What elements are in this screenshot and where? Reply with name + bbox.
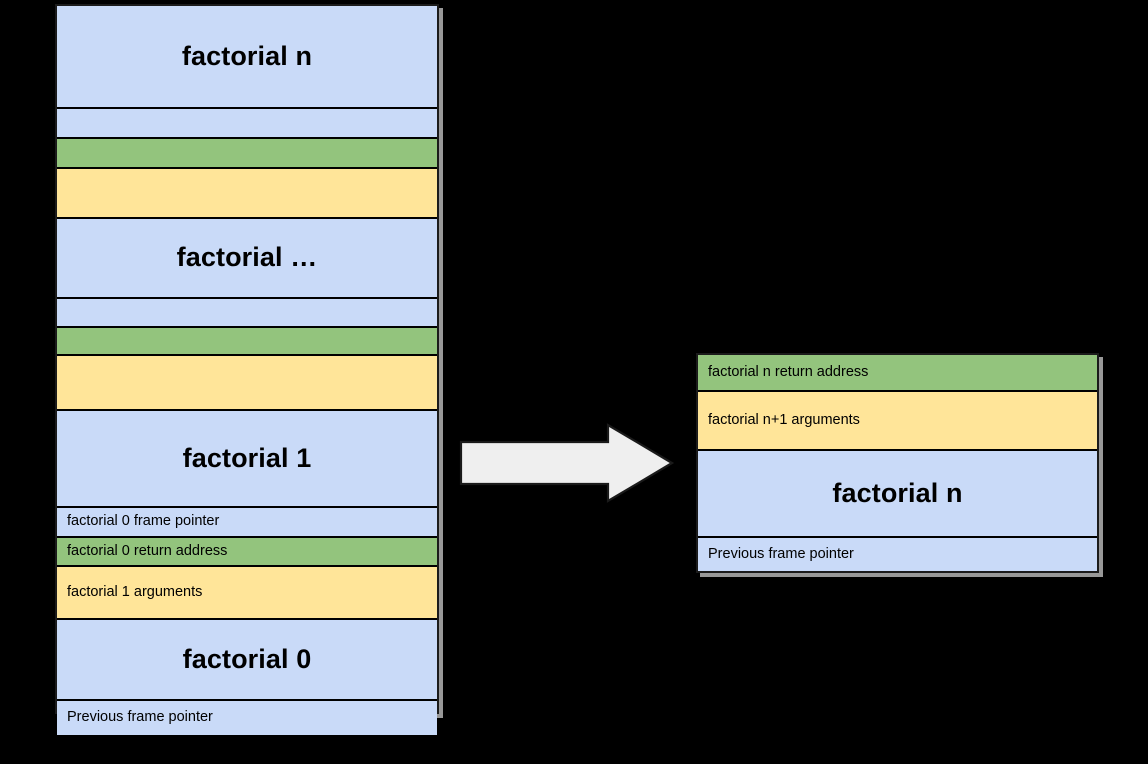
stack-frame-title: factorial 1 [182,442,312,473]
arrow-shape [459,423,675,503]
stack-row [57,169,437,219]
frame-frame-title: factorial n [832,477,963,508]
stack-row [57,356,437,411]
stack-row: factorial n [57,6,437,109]
stack-row: factorial 0 frame pointer [57,508,437,538]
stack-frame-title: factorial 0 [182,643,312,674]
stack-row-label: Previous frame pointer [67,709,213,726]
stack-row-label: factorial 0 frame pointer [67,513,220,530]
stack-row [57,139,437,169]
stack-row [57,109,437,139]
stack-row: factorial … [57,219,437,299]
stack-frame-detail: factorial n return address factorial n+1 … [696,353,1099,573]
stack-row-label: factorial 0 return address [67,542,228,559]
stack-frame-title: factorial … [176,242,318,273]
frame-row: factorial n return address [698,355,1097,392]
arrow-right-icon [459,423,675,503]
call-stack-diagram: factorial n factorial … factorial 1 factori… [55,4,439,735]
frame-row: factorial n [698,451,1097,538]
frame-row-label: Previous frame pointer [708,545,854,562]
frame-row-label: factorial n return address [708,363,869,380]
stack-frame-title: factorial n [181,40,313,71]
stack-row: Previous frame pointer [57,701,437,735]
stack-row: factorial 1 [57,411,437,508]
frame-row-label: factorial n+1 arguments [708,411,860,428]
frame-row: Previous frame pointer [698,538,1097,571]
stack-row [57,299,437,328]
stack-row: factorial 1 arguments [57,567,437,620]
stack-row-label: factorial 1 arguments [67,583,203,600]
expansion-arrow [458,422,676,504]
frame-row: factorial n+1 arguments [698,392,1097,451]
stack-row: factorial 0 return address [57,538,437,567]
stack-row [57,328,437,356]
stack-row: factorial 0 [57,620,437,701]
